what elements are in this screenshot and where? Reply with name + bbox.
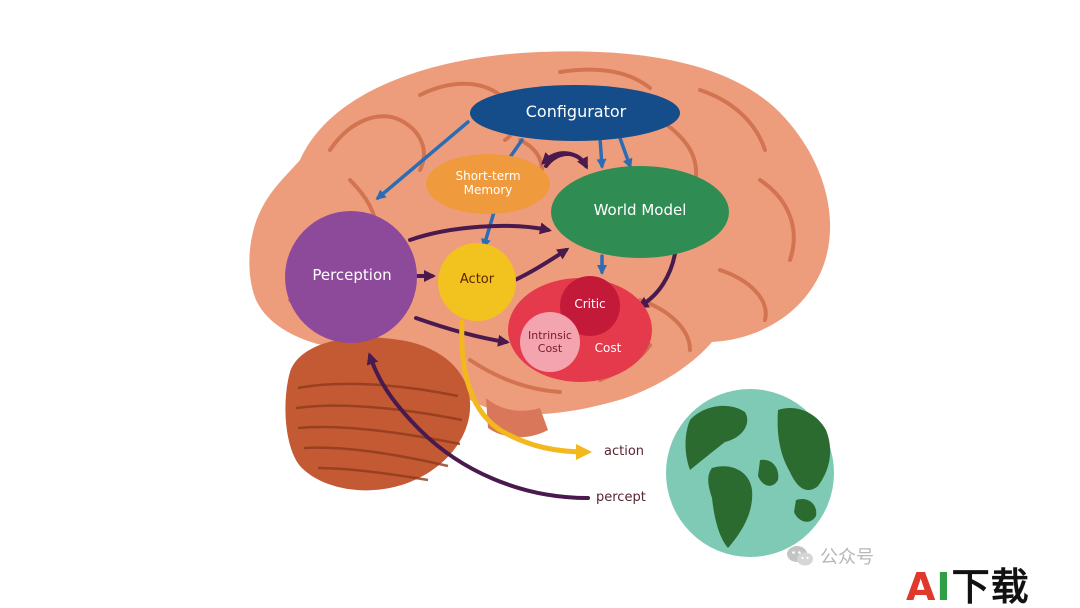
configurator-to-world-model-arrow	[596, 136, 607, 169]
wechat-watermark: 公众号	[786, 543, 874, 569]
watermark-text: 公众号	[820, 547, 874, 568]
actor-node	[438, 243, 516, 321]
actor-to-world-model-arrow	[513, 247, 570, 282]
cerebellum	[285, 337, 471, 491]
globe-icon	[666, 389, 834, 557]
world-model-node	[551, 166, 729, 258]
configurator-to-world-model-arrow-2	[618, 136, 633, 169]
world-model-to-cost-arrow	[636, 246, 678, 308]
perception-label: Perception	[312, 266, 392, 284]
brand-logo-text: AI下载	[906, 565, 1030, 608]
configurator-label: Configurator	[525, 102, 627, 121]
dataflow-arrows	[366, 151, 678, 500]
critic-label: Critic	[574, 297, 606, 311]
memory-to-actor-arrow	[481, 210, 496, 249]
percept-arrow	[366, 352, 590, 500]
actor-label: Actor	[459, 272, 495, 287]
critic-node	[560, 276, 620, 336]
wechat-icon	[787, 546, 813, 566]
configurator-to-perception-arrow	[375, 120, 470, 200]
world-model-to-memory-arrow	[541, 151, 578, 165]
brand-logo: AI下载	[906, 556, 1030, 608]
short-term-memory-label: Short-term Memory	[455, 169, 521, 197]
short-term-memory-node	[426, 154, 550, 214]
perception-node	[285, 211, 417, 343]
percept-label: percept	[596, 490, 646, 505]
perception-to-world-model-arrow	[408, 222, 552, 242]
intrinsic-cost-node	[520, 312, 580, 372]
action-label: action	[604, 444, 645, 459]
cost-label: Cost	[594, 341, 622, 355]
configurator-node	[470, 85, 680, 141]
world-model-label: World Model	[593, 201, 687, 219]
intrinsic-cost-label: Intrinsic Cost	[528, 329, 572, 355]
action-arrow	[459, 319, 592, 460]
